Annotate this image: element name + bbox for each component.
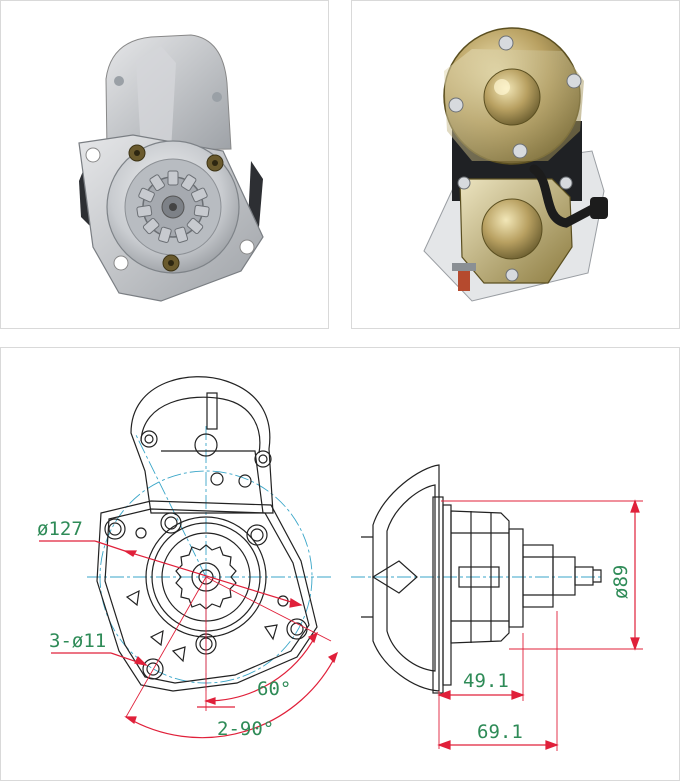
rear-photo-panel — [351, 0, 680, 329]
pinion-gear-photo — [136, 170, 210, 243]
side-view — [351, 464, 602, 694]
starter-rear-photo — [423, 27, 608, 302]
front-view-dimensions — [39, 540, 339, 739]
dim-pcd-label: ø127 — [37, 518, 83, 540]
dim-diameter-89-label: ø89 — [610, 565, 632, 599]
side-view-dimensions — [437, 499, 643, 751]
dim-holes-label: 3-ø11 — [49, 630, 106, 652]
dim-length-69-label: 69.1 — [477, 721, 523, 743]
dimension-drawing: ø127 3-ø11 60° 2-90° ø89 49.1 69.1 — [37, 376, 643, 751]
front-photo-panel — [0, 0, 329, 329]
dim-angle-2x90-label: 2-90° — [217, 718, 274, 740]
technical-drawing-panel: ø127 3-ø11 60° 2-90° ø89 49.1 69.1 — [0, 347, 680, 781]
dim-length-49-label: 49.1 — [463, 670, 509, 692]
starter-front-photo — [78, 34, 264, 302]
front-view — [87, 376, 331, 692]
dim-angle-60-label: 60° — [257, 678, 291, 700]
